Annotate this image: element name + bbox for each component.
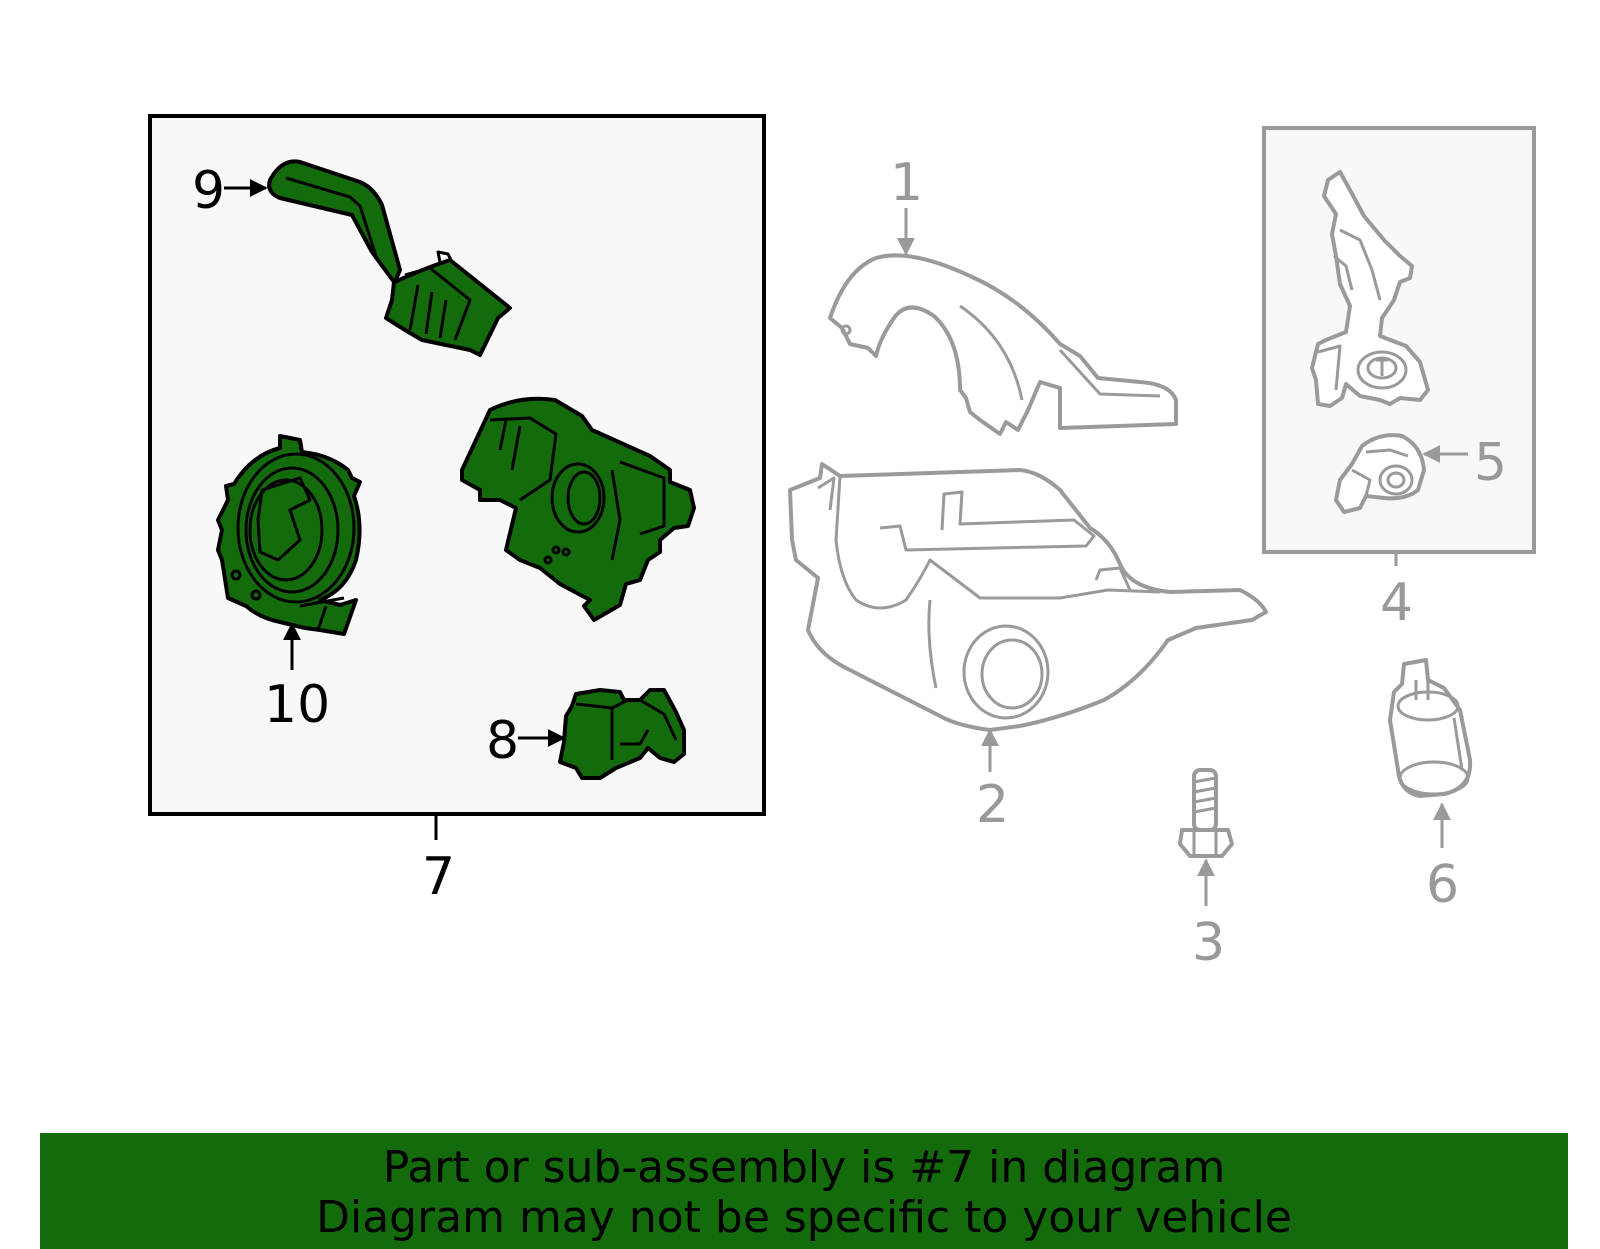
multifunction-switch-housing[interactable] xyxy=(460,396,696,622)
callout-9: 9 xyxy=(192,161,225,221)
callout-10: 10 xyxy=(264,675,330,735)
part-2-lower-shroud[interactable] xyxy=(788,462,1268,732)
part-9-switch-stalk[interactable] xyxy=(267,159,512,357)
part-3-bolt[interactable] xyxy=(1178,768,1234,858)
callout-6: 6 xyxy=(1426,855,1459,915)
part-5-lock-cylinder[interactable] xyxy=(1334,433,1426,514)
part-6-cylinder-housing[interactable] xyxy=(1388,658,1473,798)
callout-8: 8 xyxy=(486,711,519,771)
footer-banner: Part or sub-assembly is #7 in diagram Di… xyxy=(40,1133,1568,1249)
callout-2: 2 xyxy=(976,775,1009,835)
footer-line-disclaimer: Diagram may not be specific to your vehi… xyxy=(316,1192,1292,1243)
callout-4: 4 xyxy=(1380,573,1413,633)
footer-line-assembly: Part or sub-assembly is #7 in diagram xyxy=(382,1142,1226,1193)
callout-1: 1 xyxy=(890,153,923,213)
part-8-switch[interactable] xyxy=(558,688,686,780)
callout-5: 5 xyxy=(1474,433,1507,493)
part-1-upper-shroud[interactable] xyxy=(828,253,1178,436)
part-10-clock-spring[interactable] xyxy=(216,434,362,636)
callout-3: 3 xyxy=(1192,913,1225,973)
part-4-lock-housing[interactable] xyxy=(1310,170,1430,408)
callout-7: 7 xyxy=(422,847,455,907)
